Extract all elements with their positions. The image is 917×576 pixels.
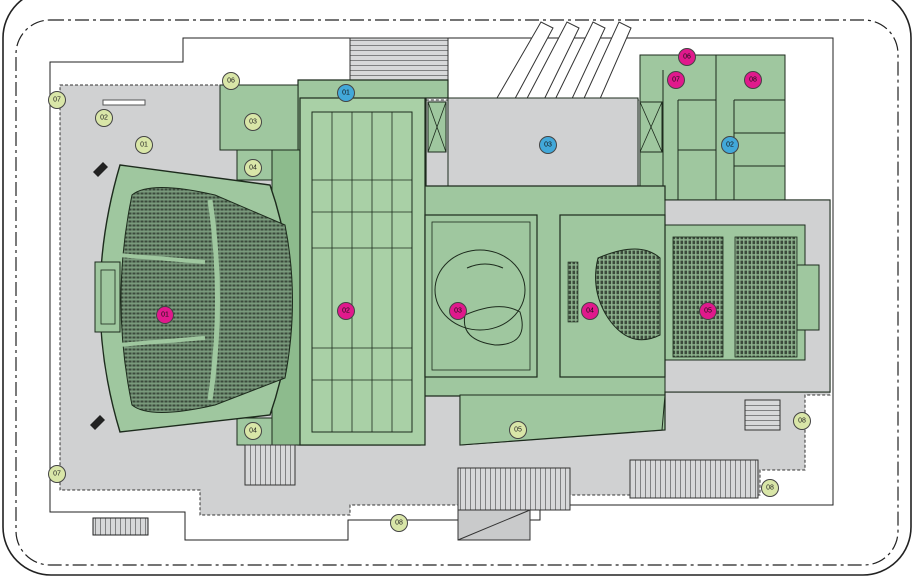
marker-label: 08 bbox=[749, 77, 757, 84]
marker-circle bbox=[222, 72, 240, 90]
parking-marker bbox=[92, 517, 149, 536]
recital-seating bbox=[595, 248, 661, 341]
marker-label: 05 bbox=[704, 308, 712, 315]
marker-circle bbox=[699, 302, 717, 320]
marker-label: 02 bbox=[726, 142, 734, 149]
marker-label: 02 bbox=[342, 308, 350, 315]
marker-venue-01: 01 bbox=[156, 306, 174, 324]
marker-circle bbox=[244, 422, 262, 440]
marker-outdoor-03: 03 bbox=[244, 113, 262, 131]
stage-grid bbox=[311, 111, 413, 433]
stair-marks bbox=[90, 162, 108, 430]
marker-circle bbox=[793, 412, 811, 430]
east-seating-left bbox=[672, 236, 724, 358]
marker-outdoor-08a: 08 bbox=[390, 514, 408, 532]
marker-venue-08: 08 bbox=[744, 71, 762, 89]
marker-venue-06: 06 bbox=[678, 48, 696, 66]
east-hall-end bbox=[796, 264, 820, 331]
marker-label: 04 bbox=[249, 428, 257, 435]
marker-venue-07: 07 bbox=[667, 71, 685, 89]
marker-label: 06 bbox=[227, 78, 235, 85]
auditorium-aisle-1 bbox=[117, 253, 206, 347]
marker-circle bbox=[337, 84, 355, 102]
marker-circle bbox=[509, 421, 527, 439]
marker-label: 07 bbox=[53, 97, 61, 104]
marker-service-01: 01 bbox=[337, 84, 355, 102]
marker-venue-03: 03 bbox=[449, 302, 467, 320]
marker-label: 04 bbox=[249, 165, 257, 172]
main-stage bbox=[299, 97, 426, 446]
marker-label: 01 bbox=[140, 142, 148, 149]
marker-label: 08 bbox=[766, 485, 774, 492]
marker-circle bbox=[721, 136, 739, 154]
marker-label: 04 bbox=[586, 308, 594, 315]
marker-circle bbox=[135, 136, 153, 154]
east-stairs bbox=[744, 399, 781, 431]
plaza-bench bbox=[102, 99, 146, 106]
marker-outdoor-04b: 04 bbox=[244, 422, 262, 440]
marker-circle bbox=[667, 71, 685, 89]
marker-outdoor-08b: 08 bbox=[761, 479, 779, 497]
marker-circle bbox=[48, 465, 66, 483]
marker-circle bbox=[244, 113, 262, 131]
marker-circle bbox=[156, 306, 174, 324]
marker-outdoor-07b: 07 bbox=[48, 465, 66, 483]
marker-label: 01 bbox=[342, 90, 350, 97]
marker-circle bbox=[244, 159, 262, 177]
marker-circle bbox=[581, 302, 599, 320]
marker-circle bbox=[678, 48, 696, 66]
marker-circle bbox=[95, 109, 113, 127]
north-stairs bbox=[349, 37, 449, 81]
marker-outdoor-08c: 08 bbox=[793, 412, 811, 430]
marker-label: 07 bbox=[53, 471, 61, 478]
marker-label: 08 bbox=[395, 520, 403, 527]
marker-label: 06 bbox=[683, 54, 691, 61]
marker-circle bbox=[744, 71, 762, 89]
marker-circle bbox=[337, 302, 355, 320]
auditorium-aisle-2 bbox=[207, 199, 220, 401]
marker-label: 01 bbox=[161, 312, 169, 319]
marker-label: 08 bbox=[798, 418, 806, 425]
marker-venue-04: 04 bbox=[581, 302, 599, 320]
marker-label: 03 bbox=[249, 119, 257, 126]
stage-gridlines bbox=[312, 112, 412, 432]
studio-theatre bbox=[424, 214, 538, 378]
auditorium-lobby-box bbox=[94, 261, 121, 333]
marker-circle bbox=[539, 136, 557, 154]
studio-round-stage bbox=[434, 249, 526, 331]
marker-service-02: 02 bbox=[721, 136, 739, 154]
marker-outdoor-02: 02 bbox=[95, 109, 113, 127]
south-stairs-center bbox=[457, 467, 571, 511]
site-boundary-inner bbox=[15, 19, 899, 566]
marker-outdoor-05: 05 bbox=[509, 421, 527, 439]
marker-circle bbox=[390, 514, 408, 532]
studio-inner bbox=[431, 221, 531, 371]
recital-side-seats-left bbox=[567, 261, 579, 323]
marker-outdoor-04a: 04 bbox=[244, 159, 262, 177]
east-seating-right bbox=[734, 236, 798, 358]
marker-circle bbox=[449, 302, 467, 320]
marker-label: 03 bbox=[544, 142, 552, 149]
south-stairs-left bbox=[244, 444, 296, 486]
marker-service-03: 03 bbox=[539, 136, 557, 154]
marker-circle bbox=[48, 91, 66, 109]
marker-label: 05 bbox=[514, 427, 522, 434]
south-stairs-right bbox=[629, 459, 759, 499]
auditorium-lobby-inner bbox=[100, 269, 116, 325]
marker-outdoor-01: 01 bbox=[135, 136, 153, 154]
marker-label: 07 bbox=[672, 77, 680, 84]
marker-outdoor-06: 06 bbox=[222, 72, 240, 90]
marker-outdoor-07a: 07 bbox=[48, 91, 66, 109]
marker-label: 03 bbox=[454, 308, 462, 315]
marker-label: 02 bbox=[100, 115, 108, 122]
auditorium-seating bbox=[120, 187, 293, 413]
marker-venue-05: 05 bbox=[699, 302, 717, 320]
marker-venue-02: 02 bbox=[337, 302, 355, 320]
marker-circle bbox=[761, 479, 779, 497]
